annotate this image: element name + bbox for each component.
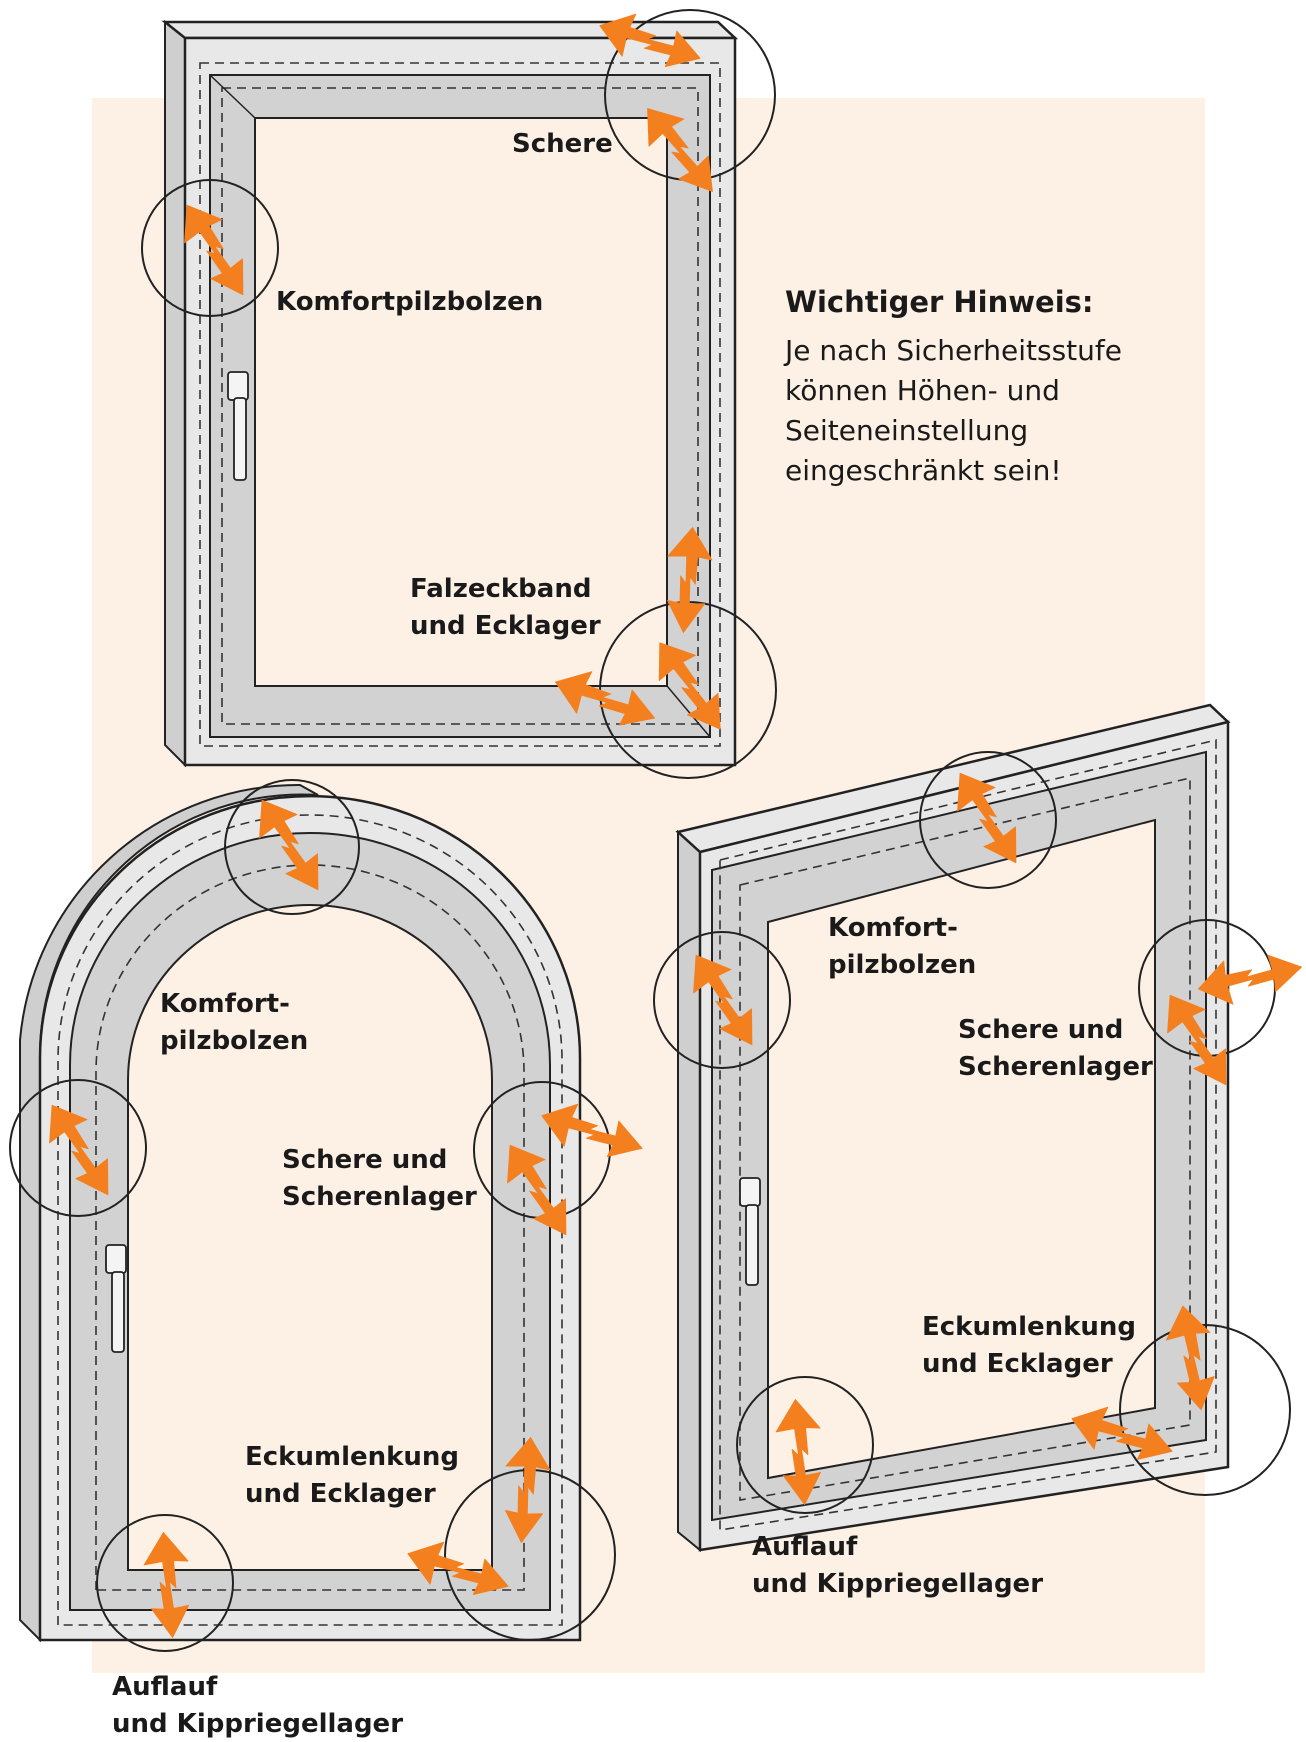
detail-circle bbox=[96, 1514, 234, 1652]
label-auflauf-line2: und Kippriegellager bbox=[112, 1709, 403, 1739]
label-komfort-line1: Komfort- bbox=[160, 989, 290, 1019]
window-handle bbox=[227, 371, 249, 481]
window-handle bbox=[739, 1177, 761, 1286]
window-top: Schere Komfortpilzbolzen Falzeckband und… bbox=[141, 4, 777, 779]
important-note: Wichtiger Hinweis: Je nach Sicherheitsst… bbox=[783, 285, 1122, 487]
window-arched: Komfort- pilzbolzen Schere und Scherenla… bbox=[9, 779, 650, 1739]
label-komfort-line2: pilzbolzen bbox=[828, 950, 976, 980]
note-line: Seiteneinstellung bbox=[785, 414, 1028, 447]
label-eckumlenkung-line2: und Ecklager bbox=[245, 1479, 436, 1509]
note-line: Je nach Sicherheitsstufe bbox=[783, 334, 1122, 367]
detail-circle bbox=[653, 931, 791, 1069]
label-auflauf-line2: und Kippriegellager bbox=[752, 1569, 1043, 1599]
label-eckumlenkung-line1: Eckumlenkung bbox=[922, 1312, 1136, 1342]
window-handle bbox=[105, 1244, 127, 1353]
label-schere-line2: Scherenlager bbox=[282, 1182, 477, 1212]
note-line: können Höhen- und bbox=[785, 374, 1060, 407]
note-title: Wichtiger Hinweis: bbox=[785, 285, 1094, 319]
label-schere-line2: Scherenlager bbox=[958, 1052, 1153, 1082]
window-right: Komfort- pilzbolzen Schere und Scherenla… bbox=[653, 703, 1306, 1599]
label-komfortpilzbolzen: Komfortpilzbolzen bbox=[276, 287, 543, 317]
detail-circle bbox=[1119, 1324, 1291, 1496]
label-komfort-line1: Komfort- bbox=[828, 913, 958, 943]
label-schere-line1: Schere und bbox=[958, 1015, 1123, 1045]
label-eckumlenkung-line2: und Ecklager bbox=[922, 1349, 1113, 1379]
label-falzeckband-line1: Falzeckband bbox=[410, 574, 591, 604]
detail-circle bbox=[9, 1079, 147, 1217]
label-eckumlenkung-line1: Eckumlenkung bbox=[245, 1442, 459, 1472]
detail-circle bbox=[919, 751, 1057, 889]
detail-circle bbox=[141, 179, 279, 317]
note-line: eingeschränkt sein! bbox=[785, 454, 1062, 487]
detail-circle bbox=[224, 779, 360, 915]
label-auflauf-line1: Auflauf bbox=[752, 1532, 858, 1562]
detail-circle bbox=[736, 1376, 874, 1514]
label-falzeckband-line2: und Ecklager bbox=[410, 611, 601, 641]
label-schere: Schere bbox=[512, 129, 613, 159]
label-schere-line1: Schere und bbox=[282, 1145, 447, 1175]
label-komfort-line2: pilzbolzen bbox=[160, 1026, 308, 1056]
label-auflauf-line1: Auflauf bbox=[112, 1672, 218, 1702]
